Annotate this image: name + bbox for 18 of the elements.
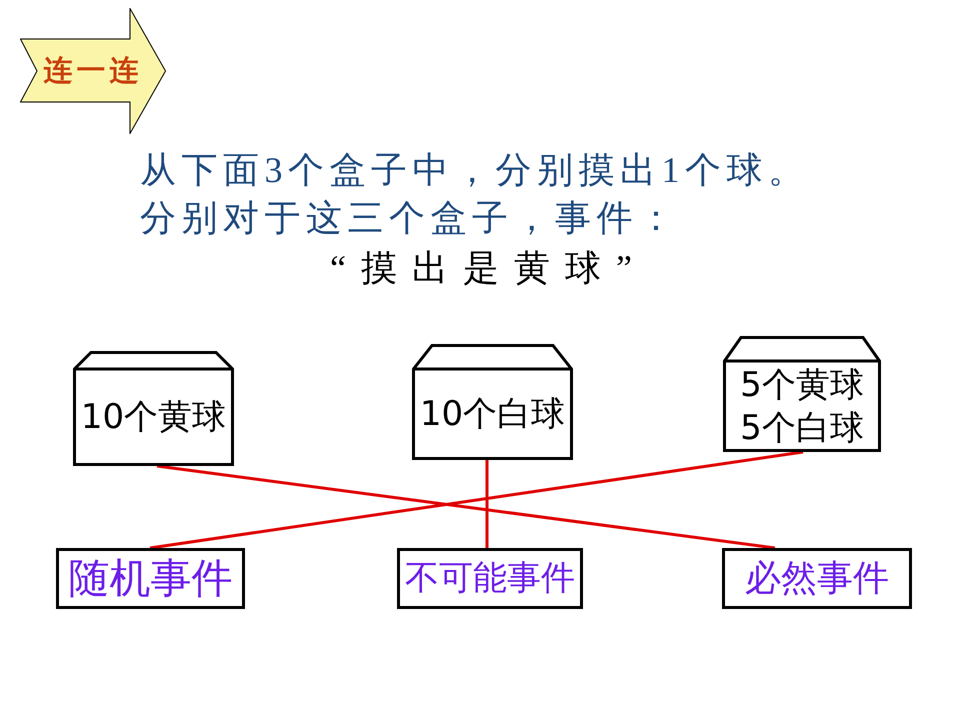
box-label: 10个白球 [420, 393, 566, 436]
lidded-box [723, 336, 881, 452]
lidded-box [412, 344, 573, 460]
event-box: 必然事件 [722, 548, 912, 609]
connector-line [156, 464, 776, 550]
event-box: 不可能事件 [397, 548, 583, 609]
box-label: 5个白球 [740, 406, 864, 449]
instruction-text: 分别对于这三个盒子，事件： [140, 197, 680, 240]
box-label: 5个黄球 [740, 364, 864, 406]
lidded-box [73, 351, 234, 466]
instruction-text: 从下面3个盒子中，分别摸出1个球。 [140, 149, 810, 192]
connector-line [150, 450, 804, 550]
arrow-banner [20, 8, 166, 134]
box-label: 10个黄球 [80, 396, 226, 439]
banner-text: 连一连 [44, 52, 142, 89]
event-box: 随机事件 [56, 548, 245, 609]
connector-line [486, 460, 488, 548]
quoted-phrase: “摸出是黄球” [330, 247, 647, 290]
